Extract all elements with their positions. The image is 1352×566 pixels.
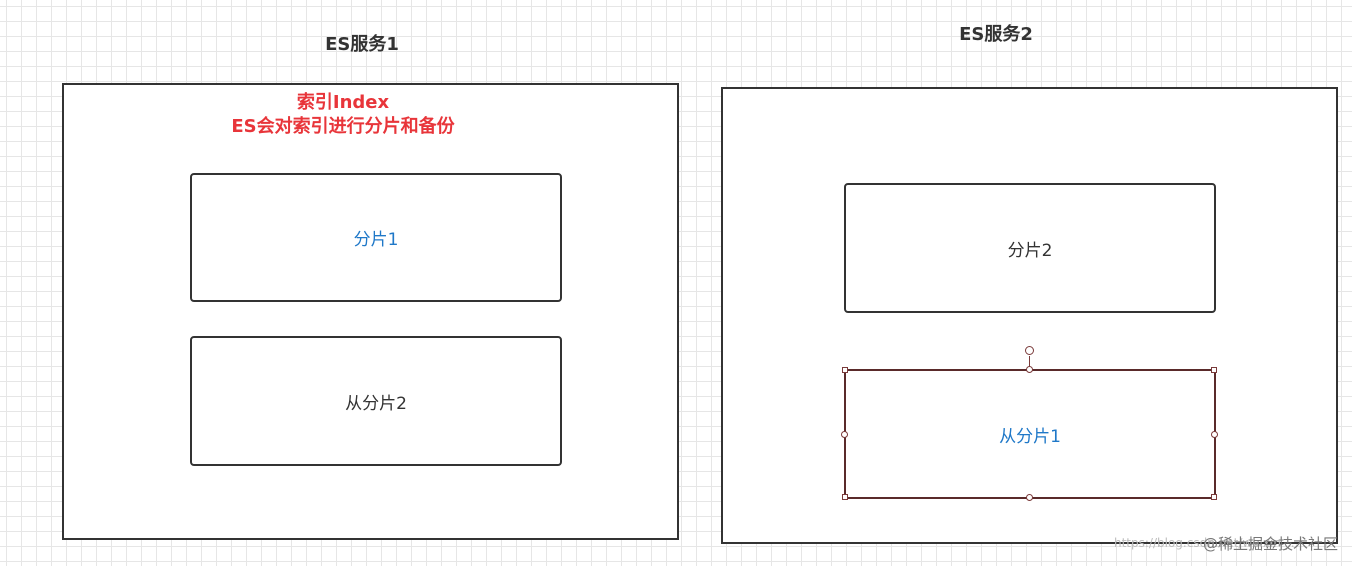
server1-title: ES服务1 [325, 34, 399, 55]
server2-title: ES服务2 [959, 24, 1033, 45]
replica-shard-1-label: 从分片1 [999, 426, 1061, 447]
shard-2-label: 分片2 [1007, 240, 1053, 261]
watermark: @稀土掘金技术社区 [1202, 535, 1338, 553]
resize-handle-bottom-right[interactable] [1211, 494, 1217, 500]
shard-2[interactable]: 分片2 [844, 183, 1216, 313]
rotation-stem [1029, 356, 1030, 369]
resize-handle-top-left[interactable] [842, 367, 848, 373]
resize-handle-right[interactable] [1211, 431, 1218, 438]
index-label: 索引Index ES会对索引进行分片和备份 [163, 91, 523, 139]
resize-handle-bottom-left[interactable] [842, 494, 848, 500]
replica-shard-2[interactable]: 从分片2 [190, 336, 562, 466]
index-label-title: 索引Index [296, 92, 390, 113]
replica-shard-2-label: 从分片2 [345, 393, 407, 414]
shard-1[interactable]: 分片1 [190, 173, 562, 302]
rotation-handle[interactable] [1025, 346, 1034, 355]
resize-handle-top-right[interactable] [1211, 367, 1217, 373]
watermark-url: https://blog.csdn.net/weixin_... [1114, 536, 1299, 550]
server1-container[interactable] [62, 83, 679, 540]
resize-handle-bottom[interactable] [1026, 494, 1033, 501]
shard-1-label: 分片1 [353, 230, 399, 250]
index-label-description: ES会对索引进行分片和备份 [231, 116, 455, 137]
replica-shard-1[interactable]: 从分片1 [844, 369, 1216, 499]
resize-handle-left[interactable] [841, 431, 848, 438]
resize-handle-top[interactable] [1026, 366, 1033, 373]
